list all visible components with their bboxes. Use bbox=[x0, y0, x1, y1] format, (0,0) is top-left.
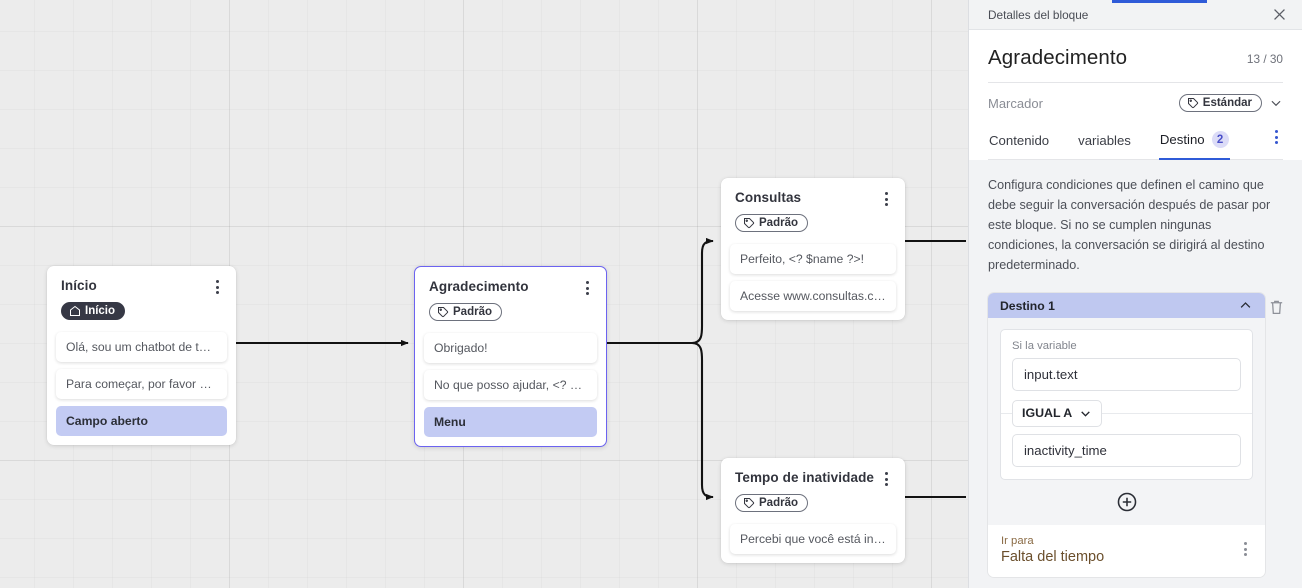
panel-tabs: Contenido variables Destino 2 bbox=[988, 121, 1283, 160]
marker-badge[interactable]: Estándar bbox=[1178, 94, 1262, 112]
panel-top-section: Agradecimento 13 / 30 Marcador Estándar bbox=[969, 30, 1302, 160]
flow-canvas[interactable]: Início Início Olá, sou um chatbot de tes… bbox=[0, 0, 968, 588]
destination-section: Destino 1 Si la variable input.text IGUA… bbox=[969, 275, 1302, 578]
close-icon[interactable] bbox=[1271, 6, 1288, 23]
block-details-panel: Detalles del bloque Agradecimento 13 / 3… bbox=[968, 0, 1302, 588]
goto-menu-icon[interactable] bbox=[1238, 541, 1252, 557]
node-message-highlighted[interactable]: Menu bbox=[424, 407, 597, 437]
goto-label: Ir para bbox=[1001, 535, 1034, 548]
tab-label: Contenido bbox=[989, 132, 1050, 148]
node-menu-icon[interactable] bbox=[879, 471, 893, 487]
node-title: Consultas bbox=[735, 190, 802, 205]
node-message[interactable]: Perfeito, <? $name ?>! bbox=[730, 244, 896, 274]
operator-row: IGUAL A bbox=[1001, 398, 1252, 428]
delete-destination-icon[interactable] bbox=[1268, 298, 1285, 316]
node-title: Agradecimento bbox=[429, 279, 529, 294]
node-tag-badge[interactable]: Padrão bbox=[735, 494, 808, 512]
operator-label: IGUAL A bbox=[1022, 406, 1073, 421]
node-title: Início bbox=[61, 278, 97, 293]
node-menu-icon[interactable] bbox=[580, 280, 594, 296]
node-body: Olá, sou um chatbot de teste! Para começ… bbox=[47, 332, 236, 445]
home-icon bbox=[70, 305, 80, 316]
node-message[interactable]: Acesse www.consultas.com par... bbox=[730, 281, 896, 311]
tab-label: variables bbox=[1078, 132, 1131, 148]
tab-badge-count: 2 bbox=[1211, 131, 1229, 148]
node-menu-icon[interactable] bbox=[210, 279, 224, 295]
chevron-up-icon[interactable] bbox=[1238, 298, 1253, 313]
condition-box: Si la variable input.text IGUAL A inacti… bbox=[1000, 329, 1253, 481]
tag-icon bbox=[1187, 98, 1198, 109]
flow-edges bbox=[236, 237, 966, 501]
char-counter: 13 / 30 bbox=[1246, 52, 1283, 66]
node-body: Perfeito, <? $name ?>! Acesse www.consul… bbox=[721, 244, 905, 320]
panel-header-title: Detalles del bloque bbox=[988, 7, 1089, 22]
goto-value: Falta del tiempo bbox=[1001, 549, 1105, 566]
tab-variables[interactable]: variables bbox=[1077, 127, 1132, 158]
marker-label: Marcador bbox=[988, 95, 1043, 111]
flow-node-agradecimento[interactable]: Agradecimento Padrão Obrigado! No que po… bbox=[414, 266, 607, 447]
tag-icon bbox=[438, 307, 449, 318]
node-message[interactable]: Olá, sou um chatbot de teste! bbox=[56, 332, 227, 362]
node-header: Consultas Padrão bbox=[721, 178, 905, 244]
flow-node-consultas[interactable]: Consultas Padrão Perfeito, <? $name ?>! … bbox=[721, 178, 905, 320]
node-tag-label: Início bbox=[85, 305, 116, 317]
node-tag-label: Padrão bbox=[759, 217, 798, 229]
tab-destino[interactable]: Destino 2 bbox=[1158, 125, 1230, 160]
goto-box[interactable]: Ir para Falta del tiempo bbox=[988, 525, 1265, 578]
chevron-down-icon[interactable] bbox=[1269, 96, 1283, 110]
node-body: Obrigado! No que posso ajudar, <? $name … bbox=[415, 333, 606, 446]
operator-select[interactable]: IGUAL A bbox=[1012, 399, 1103, 427]
edge-agradecimento-consultas bbox=[691, 237, 714, 345]
variable-input[interactable]: input.text bbox=[1012, 358, 1241, 392]
node-message[interactable]: No que posso ajudar, <? $name ... bbox=[424, 370, 597, 400]
goto-text: Ir para Falta del tiempo bbox=[1001, 535, 1104, 565]
node-message[interactable]: Percebi que você está inativo. C... bbox=[730, 524, 896, 554]
node-title: Tempo de inatividade bbox=[735, 470, 875, 485]
flow-node-inatividade[interactable]: Tempo de inatividade Padrão Percebi que … bbox=[721, 458, 905, 563]
tab-label: Destino bbox=[1159, 132, 1205, 147]
tabs-overflow-menu-icon[interactable] bbox=[1269, 129, 1283, 145]
node-tag-badge[interactable]: Padrão bbox=[735, 214, 808, 232]
node-menu-icon[interactable] bbox=[879, 191, 893, 207]
node-tag-badge[interactable]: Início bbox=[61, 302, 126, 320]
node-header: Tempo de inatividade Padrão bbox=[721, 458, 905, 524]
node-tag-label: Padrão bbox=[453, 306, 492, 318]
tag-icon bbox=[744, 498, 755, 509]
add-condition-row bbox=[988, 480, 1265, 525]
node-header: Agradecimento Padrão bbox=[415, 267, 606, 333]
node-message-highlighted[interactable]: Campo aberto bbox=[56, 406, 227, 436]
node-header: Início Início bbox=[47, 266, 236, 332]
edge-agradecimento-inatividade bbox=[691, 341, 714, 501]
add-condition-icon[interactable] bbox=[1116, 491, 1138, 513]
flow-node-inicio[interactable]: Início Início Olá, sou um chatbot de tes… bbox=[47, 266, 236, 445]
node-message[interactable]: Para começar, por favor digite o ... bbox=[56, 369, 227, 399]
node-tag-badge[interactable]: Padrão bbox=[429, 303, 502, 321]
tab-contenido[interactable]: Contenido bbox=[988, 127, 1050, 158]
destino-description: Configura condiciones que definen el cam… bbox=[988, 178, 1271, 272]
marker-badge-label: Estándar bbox=[1202, 97, 1252, 109]
chevron-down-icon bbox=[1081, 411, 1091, 417]
destination-header-label: Destino 1 bbox=[1000, 298, 1055, 313]
top-progress-bar bbox=[1112, 0, 1207, 3]
destination-header[interactable]: Destino 1 bbox=[988, 293, 1265, 319]
marker-control[interactable]: Estándar bbox=[1178, 94, 1283, 112]
condition-label: Si la variable bbox=[1012, 340, 1077, 353]
node-tag-label: Padrão bbox=[759, 497, 798, 509]
panel-title-row: Agradecimento 13 / 30 bbox=[988, 30, 1283, 83]
node-message[interactable]: Obrigado! bbox=[424, 333, 597, 363]
node-body: Percebi que você está inativo. C... bbox=[721, 524, 905, 563]
panel-header: Detalles del bloque bbox=[969, 0, 1302, 30]
destination-card: Destino 1 Si la variable input.text IGUA… bbox=[988, 293, 1265, 578]
compare-value-input[interactable]: inactivity_time bbox=[1012, 434, 1241, 468]
tag-icon bbox=[744, 218, 755, 229]
marker-row: Marcador Estándar bbox=[988, 83, 1283, 121]
page-title: Agradecimento bbox=[988, 46, 1128, 69]
